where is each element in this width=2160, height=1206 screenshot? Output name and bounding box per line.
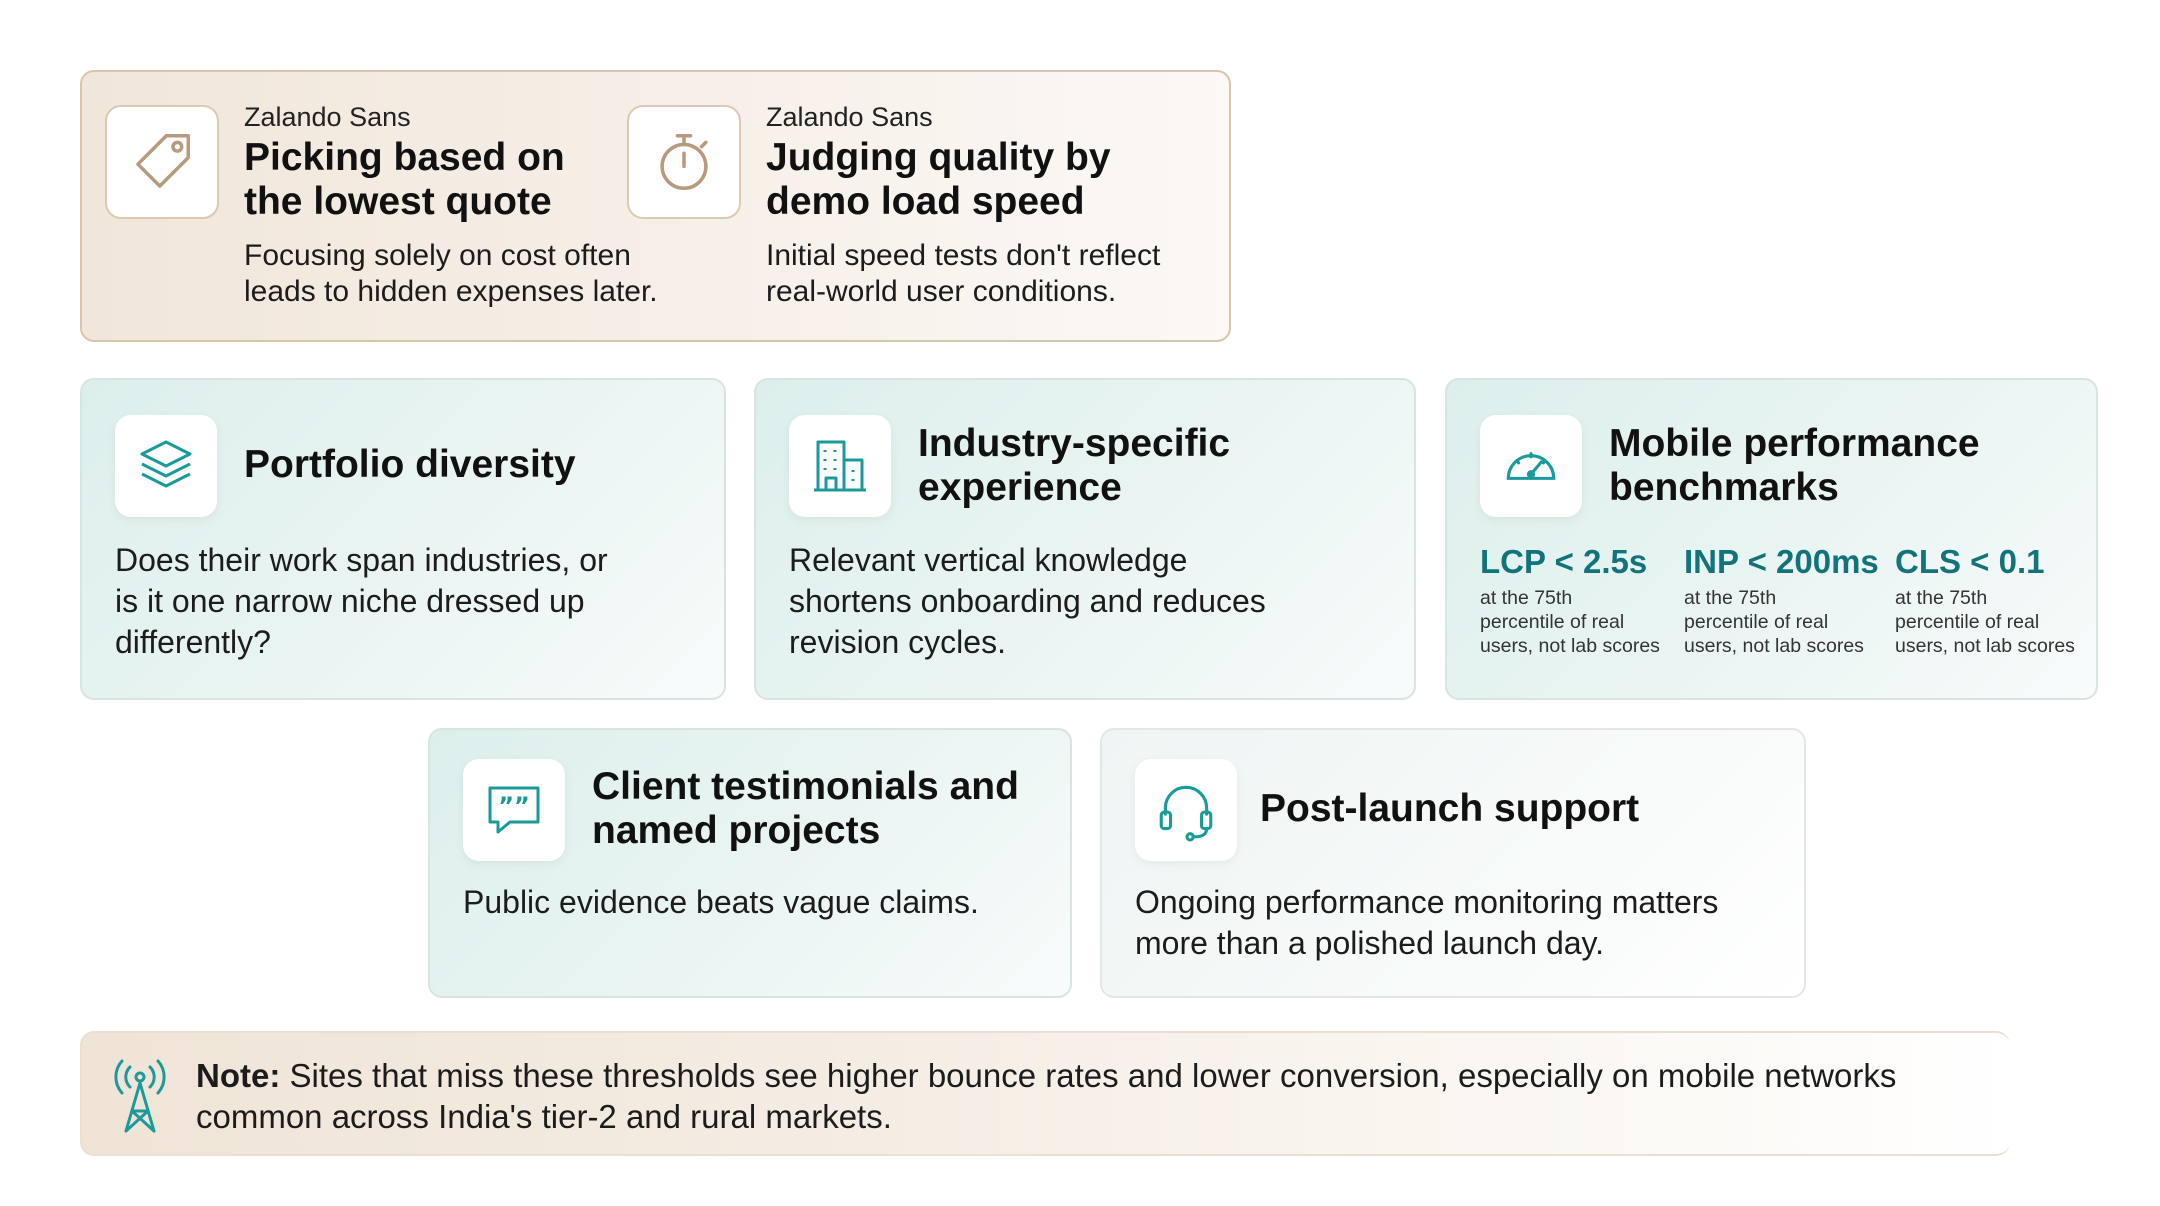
stopwatch-icon bbox=[627, 105, 741, 219]
pitfall-2-title: Judging quality by demo load speed bbox=[766, 136, 1111, 223]
mobile-benchmarks-title: Mobile performance benchmarks bbox=[1609, 422, 1980, 509]
portfolio-diversity-card: Portfolio diversity Does their work span… bbox=[80, 378, 726, 700]
post-launch-support-card: Post-launch support Ongoing performance … bbox=[1100, 728, 1806, 998]
metric-cls: CLS < 0.1 at the 75th percentile of real… bbox=[1895, 542, 2095, 658]
post-launch-support-title: Post-launch support bbox=[1260, 787, 1640, 830]
note-banner: Note: Sites that miss these thresholds s… bbox=[80, 1031, 2010, 1156]
pitfall-2-desc: Initial speed tests don't reflect real-w… bbox=[766, 239, 1161, 308]
metric-cls-caption: at the 75th percentile of real users, no… bbox=[1895, 587, 2075, 657]
svg-text:””: ”” bbox=[498, 792, 530, 820]
layers-icon bbox=[115, 415, 217, 517]
portfolio-diversity-desc: Does their work span industries, or is i… bbox=[115, 542, 608, 660]
mobile-benchmarks-card: Mobile performance benchmarks LCP < 2.5s… bbox=[1445, 378, 2098, 700]
metric-lcp-caption: at the 75th percentile of real users, no… bbox=[1480, 587, 1660, 657]
metric-cls-value: CLS < 0.1 bbox=[1895, 543, 2045, 580]
metric-lcp: LCP < 2.5s at the 75th percentile of rea… bbox=[1480, 542, 1680, 658]
price-tag-icon bbox=[105, 105, 219, 219]
metric-inp: INP < 200ms at the 75th percentile of re… bbox=[1684, 542, 1884, 658]
pitfall-2-eyebrow: Zalando Sans bbox=[766, 102, 933, 132]
industry-experience-title: Industry-specific experience bbox=[918, 422, 1231, 509]
signal-tower-icon bbox=[110, 1055, 170, 1135]
headset-icon bbox=[1135, 759, 1237, 861]
metric-lcp-value: LCP < 2.5s bbox=[1480, 543, 1648, 580]
pitfall-1-eyebrow: Zalando Sans bbox=[244, 102, 411, 132]
metric-inp-caption: at the 75th percentile of real users, no… bbox=[1684, 587, 1864, 657]
metric-inp-value: INP < 200ms bbox=[1684, 543, 1879, 580]
portfolio-diversity-title: Portfolio diversity bbox=[244, 443, 576, 486]
pitfall-1-desc: Focusing solely on cost often leads to h… bbox=[244, 239, 658, 308]
pitfall-1-title: Picking based on the lowest quote bbox=[244, 136, 565, 223]
building-icon bbox=[789, 415, 891, 517]
industry-experience-card: Industry-specific experience Relevant ve… bbox=[754, 378, 1416, 700]
industry-experience-desc: Relevant vertical knowledge shortens onb… bbox=[789, 542, 1266, 660]
testimonials-title: Client testimonials and named projects bbox=[592, 765, 1019, 852]
testimonials-desc: Public evidence beats vague claims. bbox=[463, 884, 979, 920]
pitfalls-card: Zalando Sans Picking based on the lowest… bbox=[80, 70, 1231, 342]
note-text: Note: Sites that miss these thresholds s… bbox=[196, 1057, 1897, 1135]
speedometer-icon bbox=[1480, 415, 1582, 517]
quote-bubble-icon: ”” bbox=[463, 759, 565, 861]
post-launch-support-desc: Ongoing performance monitoring matters m… bbox=[1135, 884, 1719, 961]
testimonials-card: ”” Client testimonials and named project… bbox=[428, 728, 1072, 998]
note-label: Note: bbox=[196, 1057, 281, 1094]
